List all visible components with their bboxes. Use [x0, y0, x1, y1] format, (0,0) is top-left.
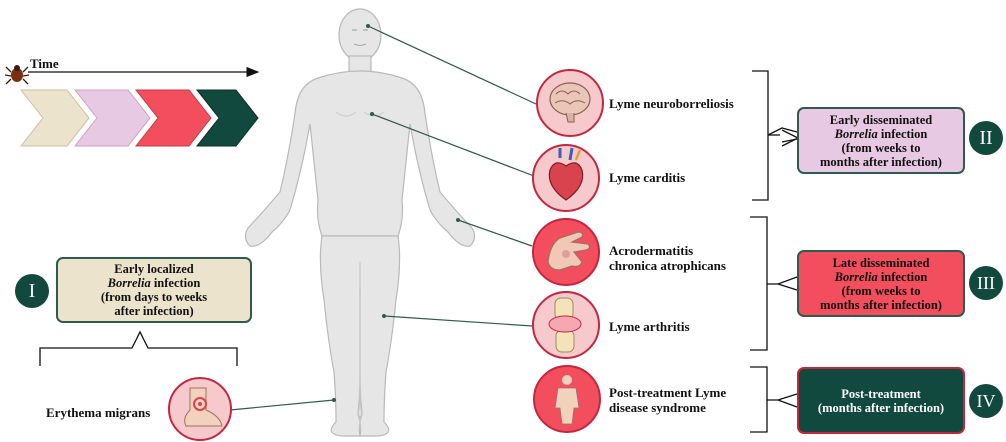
label-acrodermatitis: Acrodermatitis chronica atrophicans — [609, 243, 726, 273]
stage-2-title: Early disseminated — [799, 113, 963, 127]
stage-3-range-2: months after infection) — [799, 298, 963, 312]
label-lyme-carditis: Lyme carditis — [609, 170, 685, 185]
foot-rash-icon — [169, 378, 231, 440]
brackets — [750, 71, 798, 432]
stage-1-box: Early localized Borrelia infection (from… — [56, 257, 252, 323]
body-figure-icon — [534, 366, 600, 432]
stage-2-badge: II — [969, 121, 1003, 155]
stage-1-range-2: after infection) — [58, 304, 250, 318]
label-ptlds: Post-treatment Lyme disease syndrome — [609, 385, 726, 415]
stage-2-subtitle: Borrelia infection — [799, 127, 963, 141]
stage-1-subtitle: Borrelia infection — [58, 276, 250, 290]
stage-2-range-2: months after infection) — [799, 155, 963, 169]
stage-3-title: Late disseminated — [799, 256, 963, 270]
label-erythema-migrans: Erythema migrans — [46, 405, 150, 420]
tick-icon — [5, 65, 29, 84]
stage-1-title: Early localized — [58, 262, 250, 276]
stage-1-range-1: (from days to weeks — [58, 290, 250, 304]
stage-4-title: Post-treatment — [799, 387, 963, 401]
time-label: Time — [30, 56, 59, 72]
stage-4-badge: IV — [969, 384, 1003, 418]
human-body-figure — [245, 9, 474, 436]
stage-1-badge: I — [15, 274, 49, 308]
stage-4-box: Post-treatment (months after infection) — [797, 367, 965, 434]
stage-2-range-1: (from weeks to — [799, 141, 963, 155]
stage-3-range-1: (from weeks to — [799, 284, 963, 298]
skin-hand-icon — [533, 219, 599, 285]
brain-icon — [537, 70, 603, 136]
knee-joint-icon — [533, 292, 599, 358]
stage-chevrons — [21, 90, 258, 146]
label-lyme-neuroborreliosis: Lyme neuroborreliosis — [609, 96, 734, 111]
stage-3-badge: III — [969, 266, 1003, 300]
label-lyme-arthritis: Lyme arthritis — [609, 319, 690, 334]
heart-icon — [533, 145, 599, 211]
stage-2-box: Early disseminated Borrelia infection (f… — [797, 107, 965, 174]
bracket-stage-1 — [40, 332, 237, 366]
chevron-stage-1 — [21, 90, 89, 146]
stage-3-box: Late disseminated Borrelia infection (fr… — [797, 250, 965, 317]
stage-3-subtitle: Borrelia infection — [799, 270, 963, 284]
stage-4-range: (months after infection) — [799, 401, 963, 415]
